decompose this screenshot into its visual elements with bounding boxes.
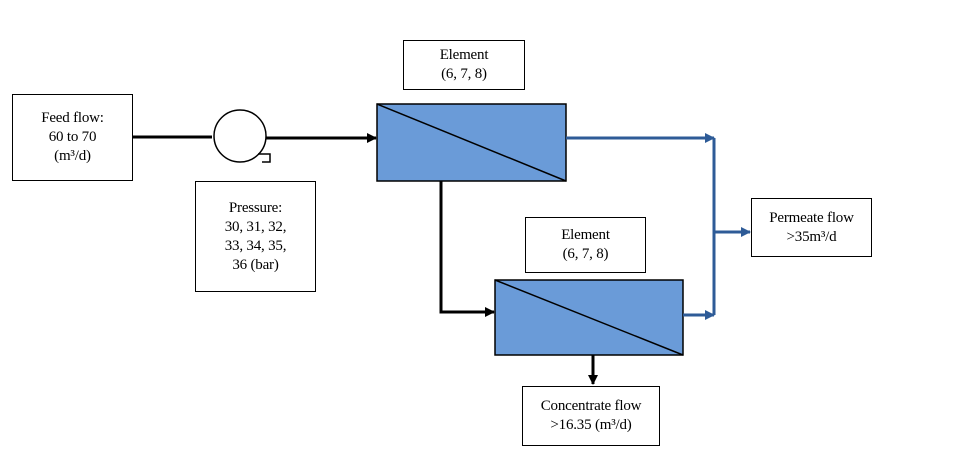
feed-flow-box: Feed flow:60 to 70(m³/d)	[12, 94, 133, 181]
element2-label-text: Element(6, 7, 8)	[561, 227, 610, 262]
element2-label-box: Element(6, 7, 8)	[525, 217, 646, 273]
element1-to-element2-line	[439, 181, 495, 317]
feed-flow-text: Feed flow:60 to 70(m³/d)	[41, 110, 104, 164]
permeate-flow-text: Permeate flow>35m³/d	[769, 209, 854, 245]
pump-icon	[213, 109, 271, 163]
membrane-element-icon	[494, 279, 684, 356]
concentrate-flow-text: Concentrate flow>16.35 (m³/d)	[540, 398, 642, 433]
element1-label-box: Element(6, 7, 8)	[403, 40, 525, 90]
element1-label-text: Element(6, 7, 8)	[439, 47, 489, 82]
permeate-flow-box: Permeate flow>35m³/d	[751, 198, 872, 257]
pressure-text: Pressure:30, 31, 32,33, 34, 35,36 (bar)	[224, 199, 287, 273]
membrane-element-icon	[376, 103, 567, 182]
concentrate-flow-box: Concentrate flow>16.35 (m³/d)	[522, 386, 660, 446]
pressure-box: Pressure:30, 31, 32,33, 34, 35,36 (bar)	[195, 181, 316, 292]
